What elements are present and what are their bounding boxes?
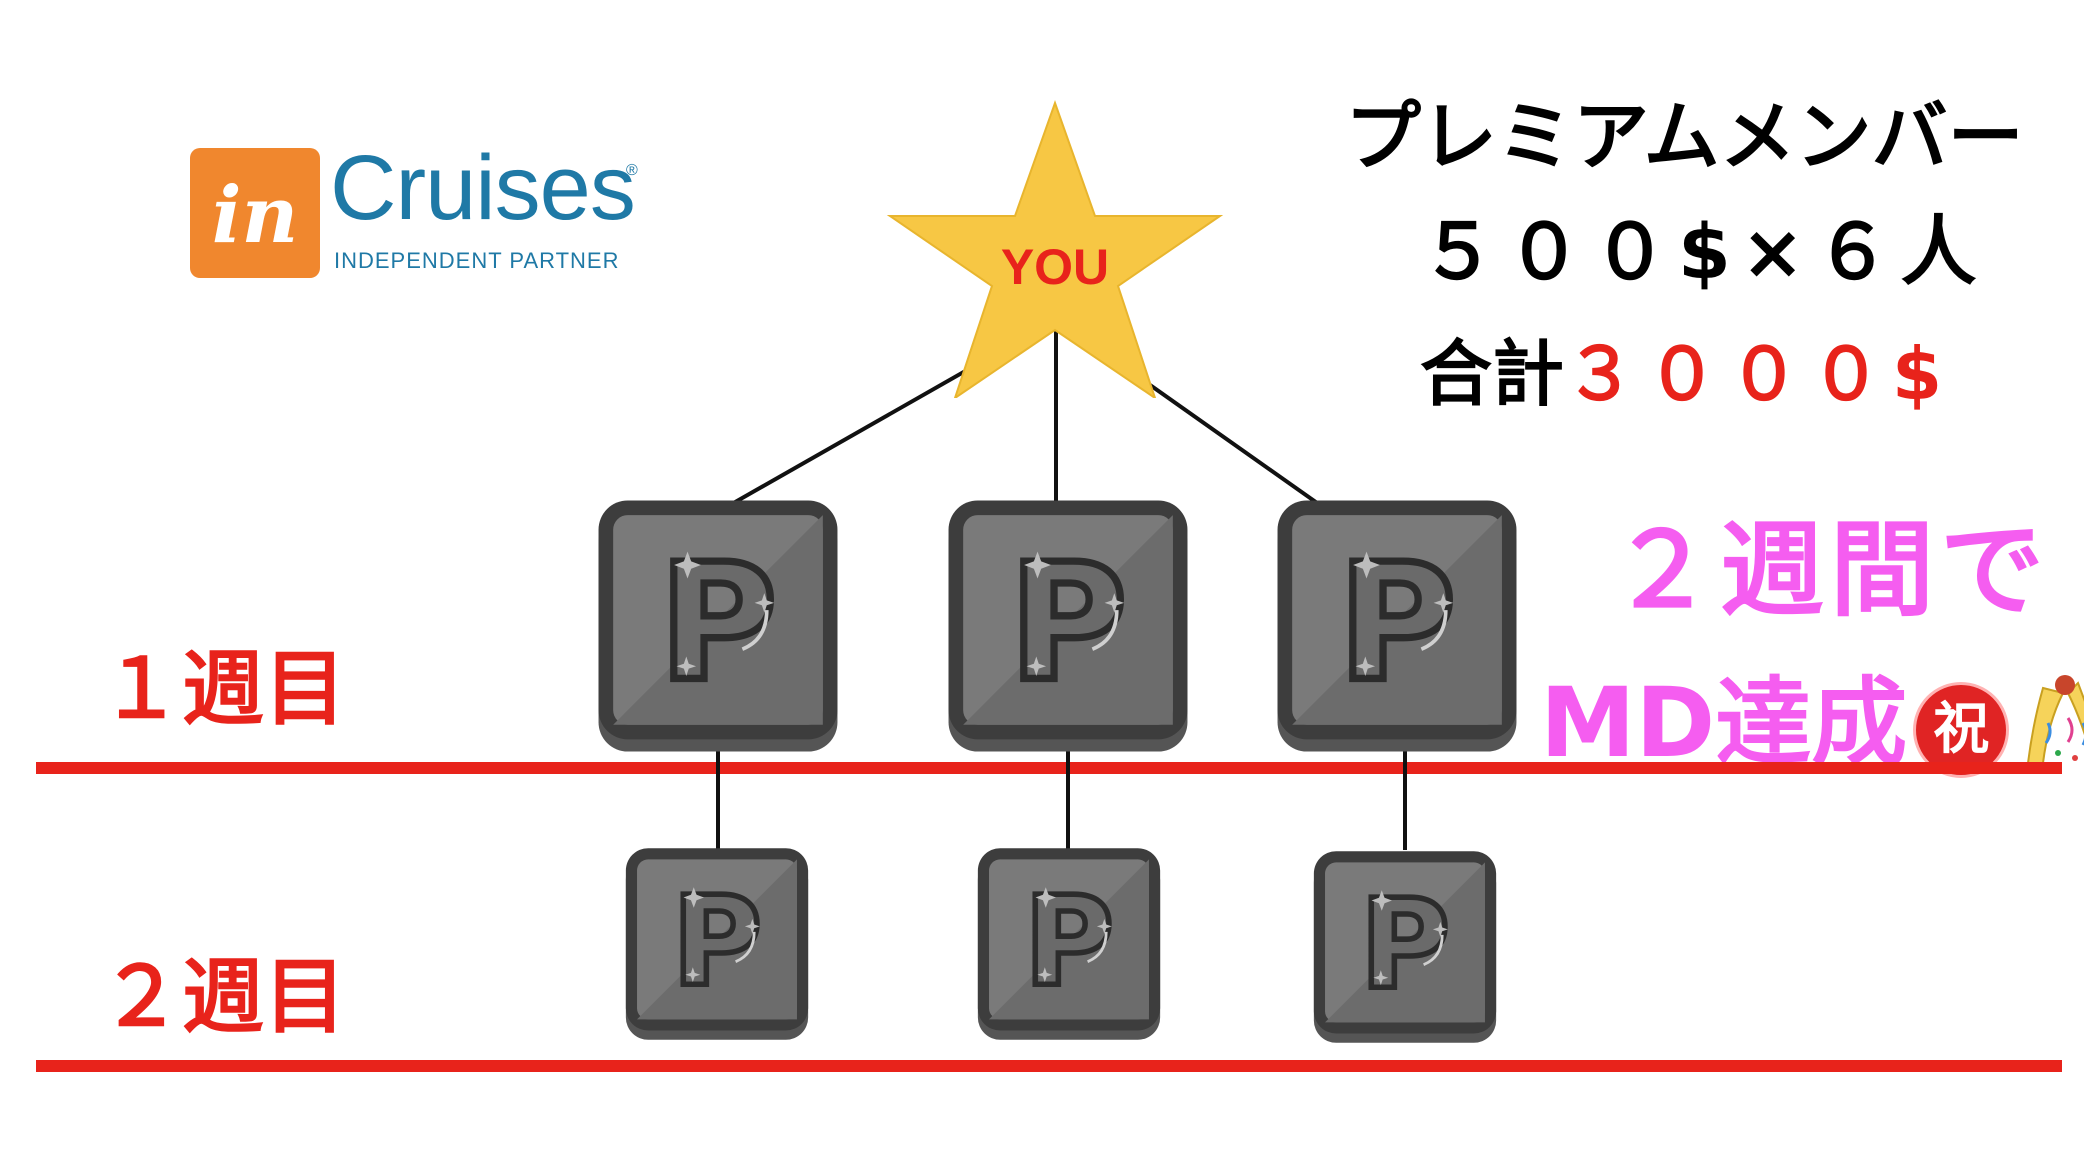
achievement-goal-text: MD達成 bbox=[1540, 667, 1908, 779]
week2-divider bbox=[36, 1060, 2062, 1072]
member-tile-week1-left: P bbox=[596, 498, 840, 754]
incruises-logo: in Cruises ® INDEPENDENT PARTNER bbox=[190, 142, 650, 283]
logo-brand-text: Cruises bbox=[330, 137, 636, 239]
member-tile-week1-right: P bbox=[1275, 498, 1519, 754]
parking-p-icon: P bbox=[977, 848, 1161, 1040]
parking-p-icon: P bbox=[625, 848, 809, 1040]
svg-text:P: P bbox=[1024, 870, 1114, 1013]
header-total-prefix: 合計 bbox=[1420, 332, 1565, 416]
header-total: 合計３０００$ bbox=[1420, 315, 1942, 420]
member-tile-week2-left: P bbox=[624, 845, 810, 1043]
header-title: プレミアムメンバー bbox=[1345, 92, 2024, 181]
parking-p-icon: P bbox=[1277, 500, 1517, 752]
week1-divider bbox=[36, 762, 2062, 774]
week2-label: ２週目 bbox=[100, 950, 347, 1045]
parking-p-icon: P bbox=[948, 500, 1188, 752]
svg-text:P: P bbox=[1009, 529, 1127, 716]
achievement-period: ２週間で bbox=[1610, 509, 2051, 631]
star-icon bbox=[886, 100, 1224, 398]
logo-badge: in bbox=[190, 148, 320, 278]
member-tile-week2-center: P bbox=[976, 845, 1162, 1043]
logo-subtitle: INDEPENDENT PARTNER bbox=[334, 248, 620, 273]
parking-p-icon: P bbox=[1313, 851, 1497, 1043]
svg-text:P: P bbox=[1338, 529, 1456, 716]
parking-p-icon: P bbox=[598, 500, 838, 752]
member-tile-week2-right: P bbox=[1312, 848, 1498, 1046]
header-total-amount: ３０００$ bbox=[1564, 332, 1953, 416]
achievement-goal: MD達成祝 bbox=[1540, 645, 2084, 796]
member-tile-week1-center: P bbox=[946, 498, 1190, 754]
logo-registered-mark: ® bbox=[626, 162, 638, 179]
header-price: ５００$×６人 bbox=[1420, 207, 1987, 296]
root-node-label: YOU bbox=[1000, 239, 1110, 295]
svg-text:P: P bbox=[1360, 873, 1450, 1016]
week1-label: １週目 bbox=[100, 642, 347, 737]
celebrate-icon: 祝 bbox=[1913, 681, 2010, 778]
svg-text:P: P bbox=[672, 870, 762, 1013]
svg-text:P: P bbox=[659, 529, 777, 716]
logo-badge-text: in bbox=[211, 170, 299, 261]
